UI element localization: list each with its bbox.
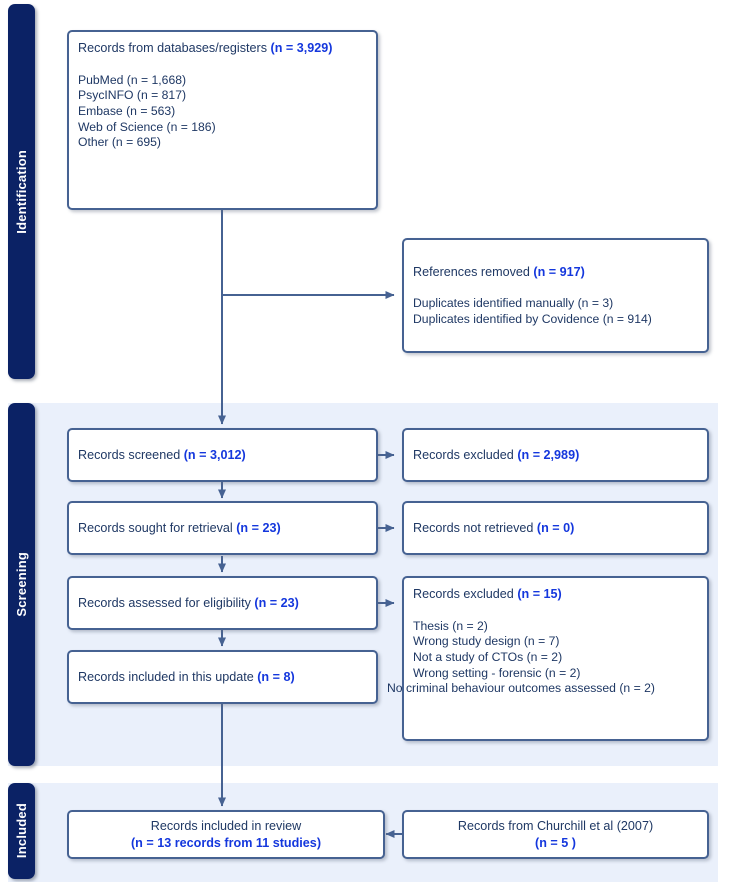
box-records-assessed-for-eligibility[interactable]: Records assessed for eligibility (n = 23…	[67, 576, 378, 630]
exclusion-item: Wrong study design (n = 7)	[413, 634, 560, 649]
box-records-from-databases-heading: Records from databases/registers (n = 3,…	[78, 41, 333, 55]
box-records-not-retrieved[interactable]: Records not retrieved (n = 0)	[402, 501, 709, 555]
box-references-removed-heading: References removed (n = 917)	[413, 264, 585, 279]
box-records-excluded-screening[interactable]: Records excluded (n = 2,989)	[402, 428, 709, 482]
stage-tab-included-label: Included	[14, 803, 29, 859]
removed-item: Duplicates identified manually (n = 3)	[413, 296, 614, 311]
exclusion-item: No criminal behaviour outcomes assessed …	[387, 681, 655, 696]
box-records-not-retrieved-text: Records not retrieved (n = 0)	[413, 520, 575, 535]
stage-tab-identification: Identification	[8, 4, 35, 379]
box-records-included-in-review-line1: Records included in review	[150, 819, 302, 834]
box-records-screened[interactable]: Records screened (n = 3,012)	[67, 428, 378, 482]
box-references-removed[interactable]: References removed (n = 917) Duplicates …	[402, 238, 709, 353]
source-item: Other (n = 695)	[78, 135, 161, 150]
stage-tab-screening-label: Screening	[14, 552, 29, 617]
box-records-screened-text: Records screened (n = 3,012)	[78, 447, 246, 462]
box-records-from-churchill[interactable]: Records from Churchill et al (2007) (n =…	[402, 810, 709, 859]
box-references-removed-items: Duplicates identified manually (n = 3) D…	[413, 281, 698, 328]
box-records-assessed-for-eligibility-text: Records assessed for eligibility (n = 23…	[78, 595, 299, 610]
stage-tab-included: Included	[8, 783, 35, 879]
exclusion-item: Thesis (n = 2)	[413, 618, 488, 633]
source-item: PubMed (n = 1,668)	[78, 72, 187, 87]
source-item: Embase (n = 563)	[78, 103, 176, 118]
removed-item: Duplicates identified by Covidence (n = …	[413, 311, 652, 326]
source-item: Web of Science (n = 186)	[78, 119, 216, 134]
box-records-from-churchill-line2: (n = 5 )	[535, 835, 576, 850]
box-references-removed-body: References removed (n = 917) Duplicates …	[413, 264, 698, 328]
box-records-excluded-eligibility[interactable]: Records excluded (n = 15) Thesis (n = 2)…	[387, 576, 709, 741]
box-records-excluded-screening-text: Records excluded (n = 2,989)	[413, 447, 580, 462]
stage-tab-screening: Screening	[8, 403, 35, 766]
box-records-from-churchill-line1: Records from Churchill et al (2007)	[457, 819, 654, 834]
exclusion-item: Wrong setting - forensic (n = 2)	[413, 665, 581, 680]
box-records-included-in-this-update-text: Records included in this update (n = 8)	[78, 669, 295, 684]
box-records-excluded-eligibility-heading: Records excluded (n = 15)	[413, 587, 562, 601]
box-records-excluded-eligibility-items: Thesis (n = 2) Wrong study design (n = 7…	[387, 603, 698, 696]
box-records-from-databases[interactable]: Records from databases/registers (n = 3,…	[67, 30, 378, 210]
box-records-from-databases-sources: PubMed (n = 1,668) PsycINFO (n = 817) Em…	[78, 57, 367, 150]
box-records-included-in-this-update[interactable]: Records included in this update (n = 8)	[67, 650, 378, 704]
box-records-included-in-review-line2: (n = 13 records from 11 studies)	[130, 835, 322, 850]
box-records-sought-for-retrieval-text: Records sought for retrieval (n = 23)	[78, 520, 281, 535]
exclusion-item: Not a study of CTOs (n = 2)	[413, 649, 563, 664]
box-records-included-in-review[interactable]: Records included in review (n = 13 recor…	[67, 810, 385, 859]
box-records-sought-for-retrieval[interactable]: Records sought for retrieval (n = 23)	[67, 501, 378, 555]
stage-tab-identification-label: Identification	[14, 149, 29, 234]
source-item: PsycINFO (n = 817)	[78, 88, 187, 103]
